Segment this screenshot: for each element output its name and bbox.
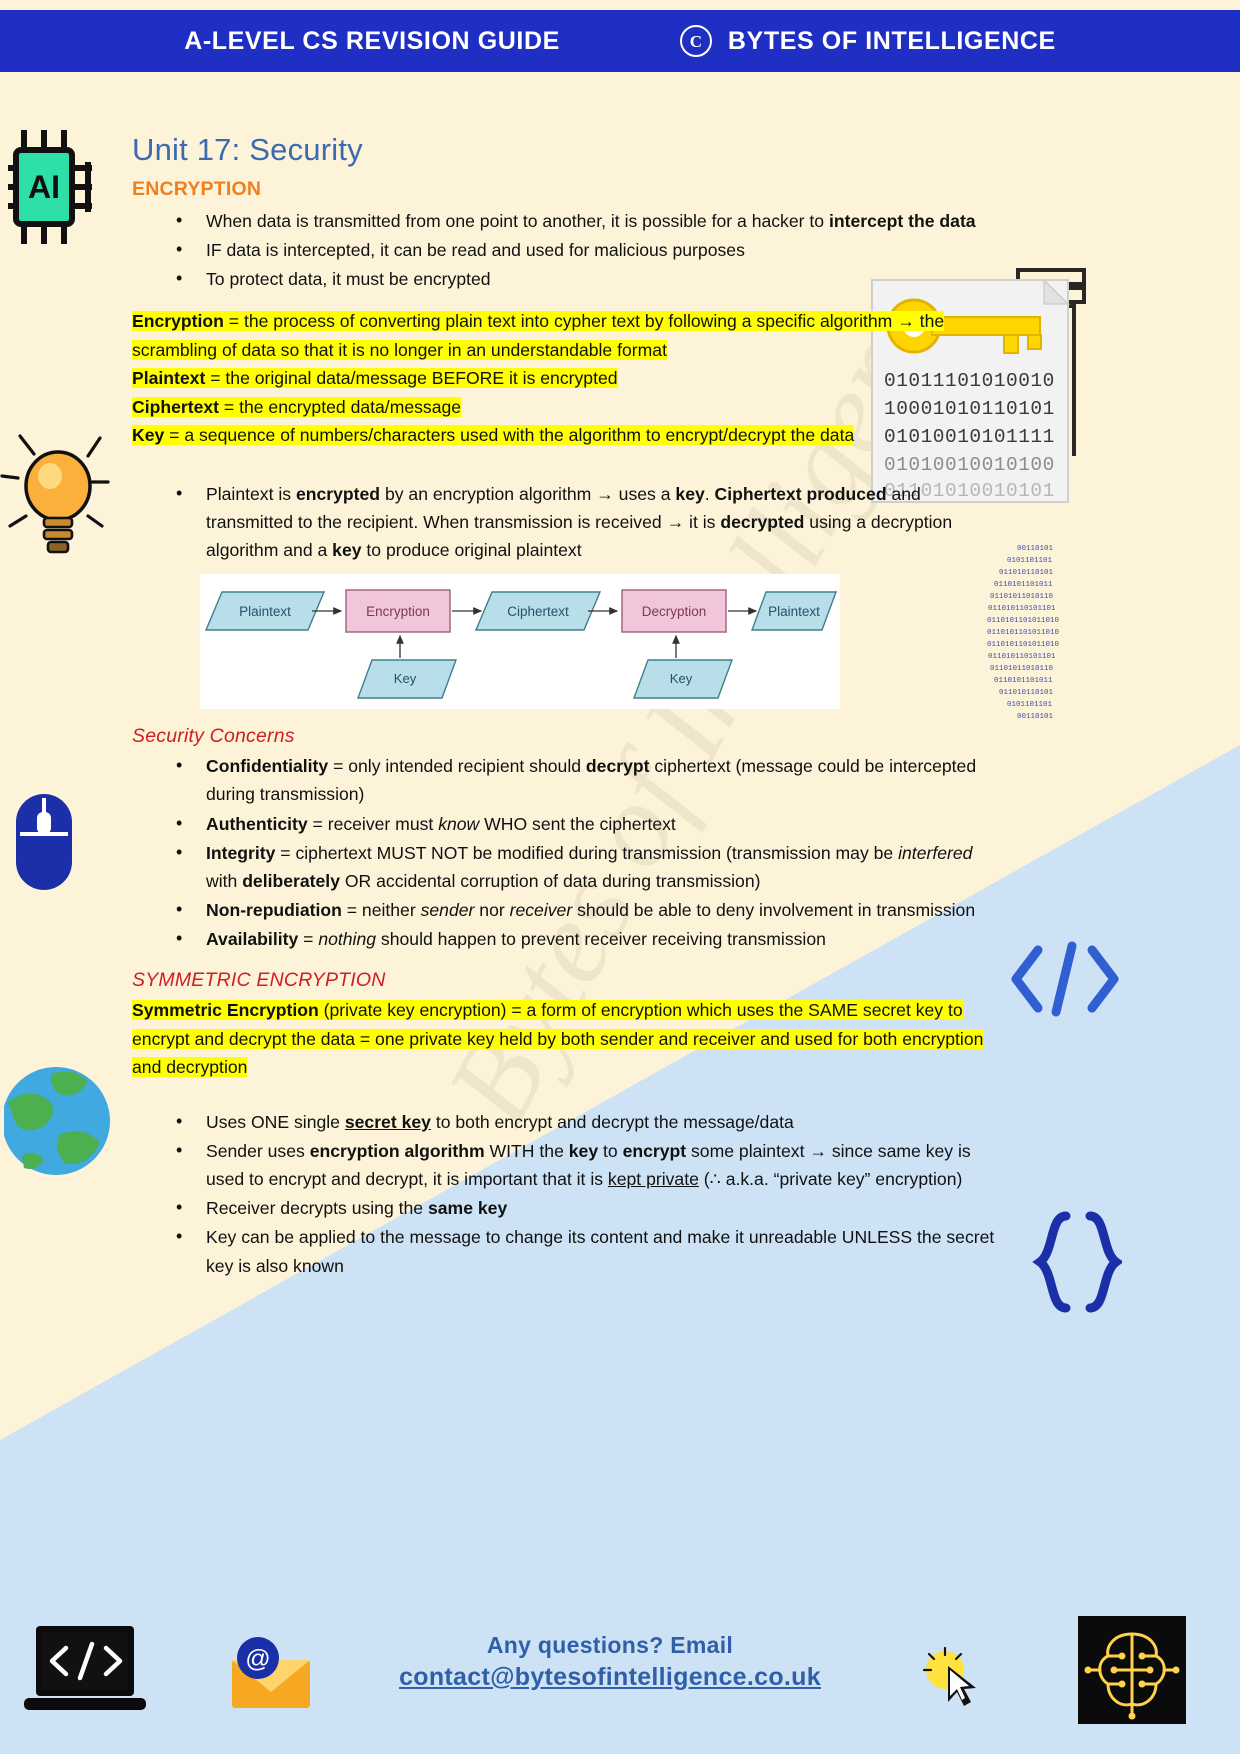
svg-text:0101101101: 0101101101 [1007,701,1053,709]
diagram-node-label: Plaintext [239,604,291,619]
footer-email-link[interactable]: contact@bytesofintelligence.co.uk [399,1663,821,1691]
diagram-node-label: Decryption [642,604,707,619]
svg-text:011010110101101: 011010110101101 [988,605,1056,613]
svg-text:0110101101011010: 0110101101011010 [987,641,1060,649]
list-item: Plaintext is encrypted by an encryption … [176,479,1002,564]
globe-earth-icon [4,1067,110,1175]
binary-row: 10001010110101 [884,398,1055,420]
page-footer: @ Any questions? Email contact@bytesofin… [0,1594,1240,1754]
list-item: Confidentiality = only intended recipien… [176,751,1002,808]
svg-text:00110101: 00110101 [1017,713,1054,721]
list-item: Uses ONE single secret key to both encry… [176,1107,1002,1136]
diagram-node-label: Plaintext [768,604,820,619]
lightbulb-idea-icon [0,434,110,554]
security-concerns-bullets: Confidentiality = only intended recipien… [132,751,1002,953]
definition-ciphertext: Ciphertext = the encrypted data/message [132,396,462,417]
list-item: Non-repudiation = neither sender nor rec… [176,895,1002,924]
binary-row: 01010010010100 [884,454,1055,476]
header-brand-name: BYTES OF INTELLIGENCE [727,26,1056,55]
svg-text:011010110101: 011010110101 [999,569,1054,577]
symmetric-bullets: Uses ONE single secret key to both encry… [132,1107,1002,1280]
svg-text:0110101101011010: 0110101101011010 [987,629,1060,637]
encryption-definitions-block: Encryption = the process of converting p… [132,307,1002,450]
diagram-node-label: Ciphertext [507,604,569,619]
section-heading-symmetric-encryption: SYMMETRIC ENCRYPTION [132,969,386,992]
page-title: Unit 17: Security [132,132,363,167]
list-item: When data is transmitted from one point … [176,206,1002,235]
definition-key: Key = a sequence of numbers/characters u… [132,425,855,446]
computer-mouse-icon [16,794,72,890]
page-header-bar: A-LEVEL CS REVISION GUIDE C BYTES OF INT… [0,10,1240,72]
diagram-node-label: Encryption [366,604,430,619]
definition-plaintext: Plaintext = the original data/message BE… [132,368,618,389]
click-cursor-icon [922,1646,976,1706]
code-brackets-icon [1011,941,1119,1017]
list-item: Authenticity = receiver must know WHO se… [176,809,1002,838]
email-envelope-icon: @ [232,1637,310,1708]
svg-text:01101011010110: 01101011010110 [990,593,1054,601]
encryption-flow-diagram: Plaintext Encryption Ciphertext Decrypti… [200,574,840,710]
svg-text:01101011010110: 01101011010110 [990,665,1054,673]
binary-sphere-icon: 00110101 0101101101 011010110101 011010110… [987,545,1060,721]
svg-text:011010110101: 011010110101 [999,689,1054,697]
svg-text:011010110101101: 011010110101101 [988,653,1056,661]
curly-braces-icon [1032,1211,1122,1313]
svg-text:0110101101011010: 0110101101011010 [987,617,1060,625]
list-item: Availability = nothing should happen to … [176,924,1002,953]
footer-contact-block: Any questions? Email contact@bytesofinte… [330,1632,890,1692]
footer-question-text: Any questions? Email [486,1632,734,1658]
list-item-continuation: Receiver decrypts using the same key [176,1193,1002,1222]
list-item: To protect data, it must be encrypted [176,264,1002,293]
list-item: Sender uses encryption algorithm WITH th… [176,1136,1002,1193]
main-content: Unit 17: Security ENCRYPTION When data i… [132,132,1002,1282]
list-item: IF data is intercepted, it can be read a… [176,235,1002,264]
list-item: Key can be applied to the message to cha… [176,1222,1002,1279]
list-item: Integrity = ciphertext MUST NOT be modif… [176,838,1002,895]
symmetric-definition-block: Symmetric Encryption (private key encryp… [132,1000,984,1078]
section-heading-encryption: ENCRYPTION [132,178,262,200]
ai-chip-icon: AI [8,130,92,244]
svg-text:AI: AI [28,169,60,205]
ai-brain-circuit-icon [1078,1616,1186,1724]
svg-text:00110101: 00110101 [1017,545,1054,553]
copyright-icon: C [679,25,712,57]
definition-encryption: Encryption = the process of converting p… [132,311,945,360]
diagram-key-label: Key [670,671,693,686]
svg-text:0110101101011: 0110101101011 [994,581,1053,589]
header-guide-title: A-LEVEL CS REVISION GUIDE [184,26,560,55]
encryption-intro-bullets: When data is transmitted from one point … [132,206,1002,293]
laptop-code-icon [24,1626,146,1710]
header-brand-group: C BYTES OF INTELLIGENCE [679,25,1056,57]
svg-text:@: @ [245,1645,270,1673]
binary-row: 01010010101111 [884,426,1055,448]
svg-text:0101101101: 0101101101 [1007,557,1053,565]
diagram-key-label: Key [394,671,417,686]
encryption-process-bullets: Plaintext is encrypted by an encryption … [132,479,1002,564]
section-heading-security-concerns: Security Concerns [132,725,295,748]
binary-row: 01011101010010 [884,370,1055,392]
svg-text:0110101101011: 0110101101011 [994,677,1053,685]
